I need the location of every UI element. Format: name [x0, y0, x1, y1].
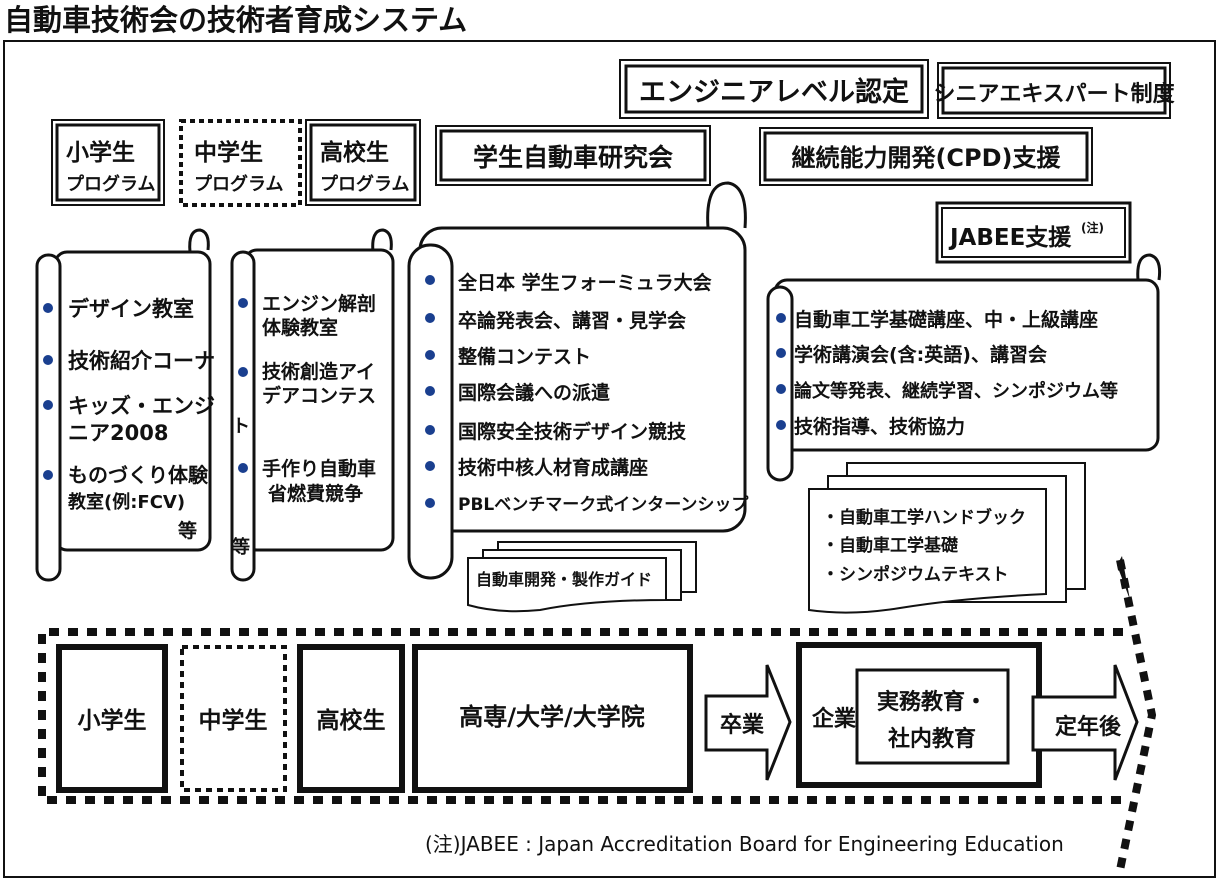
svg-text:自動車工学基礎講座、中・上級講座: 自動車工学基礎講座、中・上級講座 — [794, 308, 1098, 331]
footnote: (注)JABEE : Japan Accreditation Board for… — [425, 832, 1064, 856]
svg-text:高校生: 高校生 — [320, 139, 389, 166]
svg-text:定年後: 定年後 — [1055, 714, 1122, 740]
stage-university: 高専/大学/大学院 — [412, 644, 693, 793]
junior-high-program-box: 中学生 プログラム — [179, 119, 302, 207]
svg-text:卒業: 卒業 — [720, 712, 765, 738]
svg-text:企業: 企業 — [811, 706, 857, 732]
scroll-student-society: 全日本 学生フォーミュラ大会 卒論発表会、講習・見学会 整備コンテスト 国際会議… — [407, 181, 749, 580]
svg-text:ニア2008: ニア2008 — [68, 421, 168, 445]
retirement-arrow: 定年後 — [1031, 664, 1139, 781]
svg-text:中学生: 中学生 — [199, 707, 268, 734]
svg-text:国際会議への派遣: 国際会議への派遣 — [458, 381, 610, 404]
stage-elementary: 小学生 — [56, 644, 168, 793]
svg-text:体験教室: 体験教室 — [262, 316, 338, 339]
svg-text:卒論発表会、講習・見学会: 卒論発表会、講習・見学会 — [458, 309, 686, 332]
svg-text:継続能力開発(CPD)支援: 継続能力開発(CPD)支援 — [791, 144, 1061, 172]
svg-text:キッズ・エンジ: キッズ・エンジ — [68, 394, 215, 418]
svg-text:ト: ト — [232, 416, 250, 437]
stage-junior-high: 中学生 — [180, 645, 287, 792]
diagram-title: 自動車技術会の技術者育成システム — [4, 3, 467, 37]
svg-text:技術紹介コーナ: 技術紹介コーナ — [68, 349, 215, 373]
svg-text:整備コンテスト: 整備コンテスト — [458, 345, 591, 368]
svg-text:省燃費競争: 省燃費競争 — [267, 482, 363, 505]
svg-text:(注): (注) — [1081, 220, 1104, 235]
svg-text:エンジニアレベル認定: エンジニアレベル認定 — [639, 76, 909, 108]
svg-text:高専/大学/大学院: 高専/大学/大学院 — [459, 703, 645, 731]
elementary-program-box: 小学生 プログラム — [51, 119, 165, 206]
svg-text:手作り自動車: 手作り自動車 — [262, 457, 376, 480]
svg-text:技術中核人材育成講座: 技術中核人材育成講座 — [458, 456, 648, 479]
stage-company: 企業 実務教育・ 社内教育 — [796, 642, 1042, 788]
svg-text:等: 等 — [232, 536, 250, 558]
svg-text:デザイン教室: デザイン教室 — [68, 297, 194, 321]
scroll-cpd: 自動車工学基礎講座、中・上級講座 学術講演会(含:英語)、講習会 論文等発表、継… — [766, 253, 1162, 482]
scroll-elementary: デザイン教室 技術紹介コーナ キッズ・エンジ ニア2008 ものづくり体験 教室… — [35, 228, 215, 582]
svg-text:PBLベンチマーク式インターンシップ: PBLベンチマーク式インターンシップ — [458, 494, 749, 515]
svg-text:論文等発表、継続学習、シンポジウム等: 論文等発表、継続学習、シンポジウム等 — [794, 380, 1118, 402]
guide-document: 自動車開発・製作ガイド — [467, 541, 697, 613]
svg-text:実務教育・: 実務教育・ — [877, 689, 987, 715]
svg-text:エンジン解剖: エンジン解剖 — [262, 292, 376, 315]
svg-text:JABEE支援: JABEE支援 — [948, 225, 1072, 251]
svg-text:・シンポジウムテキスト: ・シンポジウムテキスト — [822, 564, 1009, 585]
scroll-junior-high: エンジン解剖 体験教室 技術創造アイ デアコンテス 手作り自動車 省燃費競争 ト… — [230, 228, 395, 582]
svg-text:ものづくり体験: ものづくり体験 — [68, 463, 209, 487]
svg-text:社内教育: 社内教育 — [888, 726, 976, 752]
svg-text:プログラム: プログラム — [66, 173, 155, 195]
svg-text:デアコンテス: デアコンテス — [262, 384, 376, 407]
svg-text:国際安全技術デザイン競技: 国際安全技術デザイン競技 — [458, 420, 687, 443]
svg-text:技術創造アイ: 技術創造アイ — [262, 360, 375, 383]
svg-text:プログラム: プログラム — [320, 173, 409, 195]
svg-text:学術講演会(含:英語)、講習会: 学術講演会(含:英語)、講習会 — [794, 343, 1047, 366]
high-school-program-box: 高校生 プログラム — [305, 119, 421, 206]
svg-text:・自動車工学ハンドブック: ・自動車工学ハンドブック — [822, 507, 1026, 528]
graduation-arrow: 卒業 — [704, 664, 792, 781]
outer-frame — [3, 40, 1216, 878]
svg-text:学生自動車研究会: 学生自動車研究会 — [473, 143, 673, 172]
svg-text:技術指導、技術協力: 技術指導、技術協力 — [794, 415, 965, 438]
publications-document: ・自動車工学ハンドブック ・自動車工学基礎 ・シンポジウムテキスト — [808, 462, 1086, 614]
senior-expert-box: シニアエキスパート制度 — [933, 62, 1176, 119]
svg-text:等: 等 — [177, 519, 197, 542]
svg-text:全日本 学生フォーミュラ大会: 全日本 学生フォーミュラ大会 — [457, 271, 712, 294]
svg-text:小学生: 小学生 — [78, 707, 147, 734]
svg-text:シニアエキスパート制度: シニアエキスパート制度 — [933, 81, 1175, 107]
svg-text:小学生: 小学生 — [66, 139, 135, 166]
stage-high-school: 高校生 — [297, 644, 405, 793]
cpd-box: 継続能力開発(CPD)支援 — [759, 127, 1093, 186]
jabee-box: JABEE支援 (注) — [935, 201, 1132, 264]
svg-text:自動車開発・製作ガイド: 自動車開発・製作ガイド — [476, 570, 652, 589]
student-society-box: 学生自動車研究会 — [435, 125, 711, 186]
svg-text:プログラム: プログラム — [194, 173, 283, 195]
arrow-tip-top — [1117, 556, 1130, 600]
svg-text:中学生: 中学生 — [194, 139, 263, 166]
svg-text:・自動車工学基礎: ・自動車工学基礎 — [822, 535, 959, 556]
engineer-level-box: エンジニアレベル認定 — [619, 59, 929, 119]
svg-text:教室(例:FCV): 教室(例:FCV) — [68, 491, 185, 513]
svg-text:高校生: 高校生 — [317, 707, 386, 734]
lifecycle-arrow — [38, 559, 1157, 871]
